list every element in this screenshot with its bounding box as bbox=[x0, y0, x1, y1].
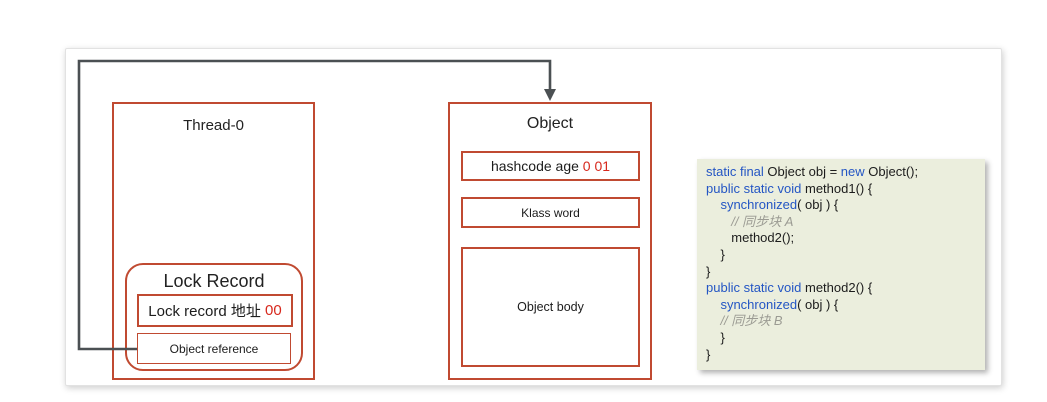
mark-word-value: 0 01 bbox=[582, 158, 611, 174]
code-line: // 同步块 A bbox=[731, 213, 794, 229]
code-snippet: static final Object obj = new Object();p… bbox=[697, 159, 985, 370]
object-box-title: Object bbox=[526, 115, 574, 132]
object-reference-cell: Object reference bbox=[137, 333, 291, 364]
object-body-label: Object body bbox=[517, 300, 584, 314]
code-line: // 同步块 B bbox=[720, 313, 783, 329]
object-body-cell: Object body bbox=[461, 247, 640, 367]
code-line: } bbox=[706, 346, 711, 362]
code-line: method2(); bbox=[706, 230, 795, 246]
mark-word-label: hashcode age bbox=[490, 158, 583, 174]
code-line: synchronized( obj ) { bbox=[720, 197, 839, 213]
klass-word-label: Klass word bbox=[521, 205, 580, 220]
code-line: } bbox=[706, 246, 725, 262]
code-line: } bbox=[706, 263, 711, 279]
klass-word-cell: Klass word bbox=[461, 197, 640, 228]
thread-box-title: Thread-0 bbox=[183, 117, 244, 134]
code-line: public static void method1() { bbox=[706, 180, 873, 196]
lock-record-address-value: 00 bbox=[265, 302, 282, 319]
code-line: synchronized( obj ) { bbox=[720, 296, 839, 312]
lock-record-title: Lock Record bbox=[163, 271, 265, 291]
code-line: static final Object obj = new Object(); bbox=[706, 164, 919, 179]
object-reference-label: Object reference bbox=[169, 341, 259, 356]
code-line: public static void method2() { bbox=[706, 280, 873, 296]
code-line: } bbox=[706, 329, 725, 345]
lock-record-address-cell: Lock record 地址 00 bbox=[137, 294, 293, 327]
lock-record-address-label: Lock record 地址 bbox=[148, 303, 266, 320]
mark-word-cell: hashcode age 0 01 bbox=[461, 151, 640, 181]
